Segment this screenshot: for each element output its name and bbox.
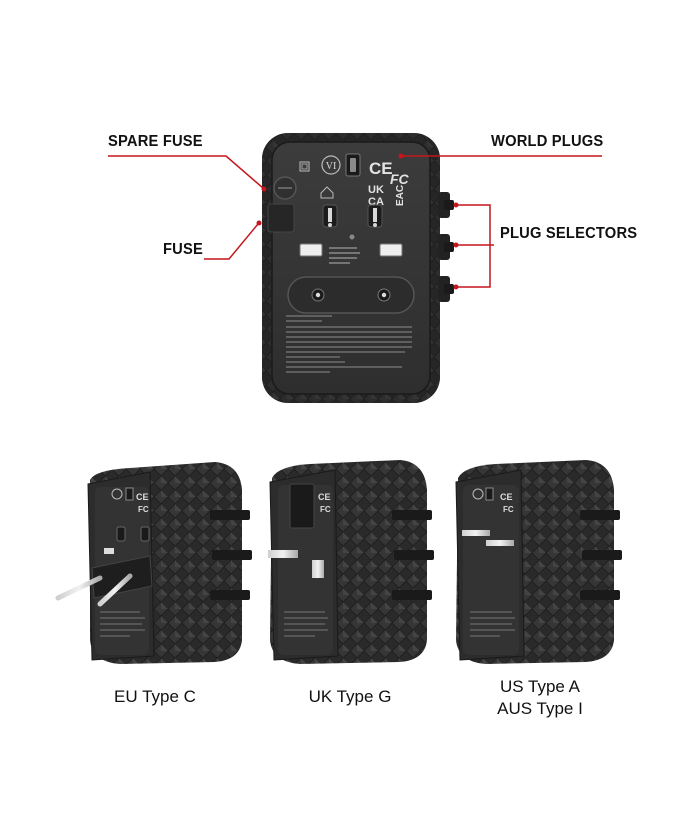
socket-right [367,204,383,228]
socket-left [322,204,338,228]
usb-a-port-left [299,243,323,257]
svg-text:CE: CE [136,492,149,502]
caption-uk-type-g: UK Type G [308,687,392,706]
svg-text:CE: CE [500,492,513,502]
caption-eu-type-c: EU Type C [114,687,196,706]
svg-text:FC: FC [503,505,514,514]
usb-a-port-right [379,243,403,257]
callout-world-plugs: WORLD PLUGS [491,133,604,150]
vi-logo: VI [326,161,337,172]
svg-text:CE: CE [318,492,331,502]
callout-spare-fuse: SPARE FUSE [108,133,203,150]
svg-text:FC: FC [138,505,149,514]
ce-mark: CE [369,159,393,178]
callout-lines [108,153,602,290]
ukca-mark-top: UK [368,184,384,196]
adapter-eu: CE FC [55,462,252,664]
main-adapter: VI CE UK CA FC EAC [262,133,454,403]
plug-selector-sliders [438,192,454,302]
eac-mark: EAC [395,185,406,206]
europlug-socket [287,276,415,314]
svg-text:FC: FC [320,505,331,514]
adapter-us-aus: CE FC [455,460,622,664]
callout-plug-selectors: PLUG SELECTORS [500,225,638,242]
callout-fuse: FUSE [163,241,204,258]
caption-aus-type-i: AUS Type I [497,699,583,718]
caption-us-type-a: US Type A [499,677,580,696]
adapter-uk: CE FC [268,460,434,664]
fuse-slot [267,203,295,233]
fcc-mark: FC [390,171,410,187]
